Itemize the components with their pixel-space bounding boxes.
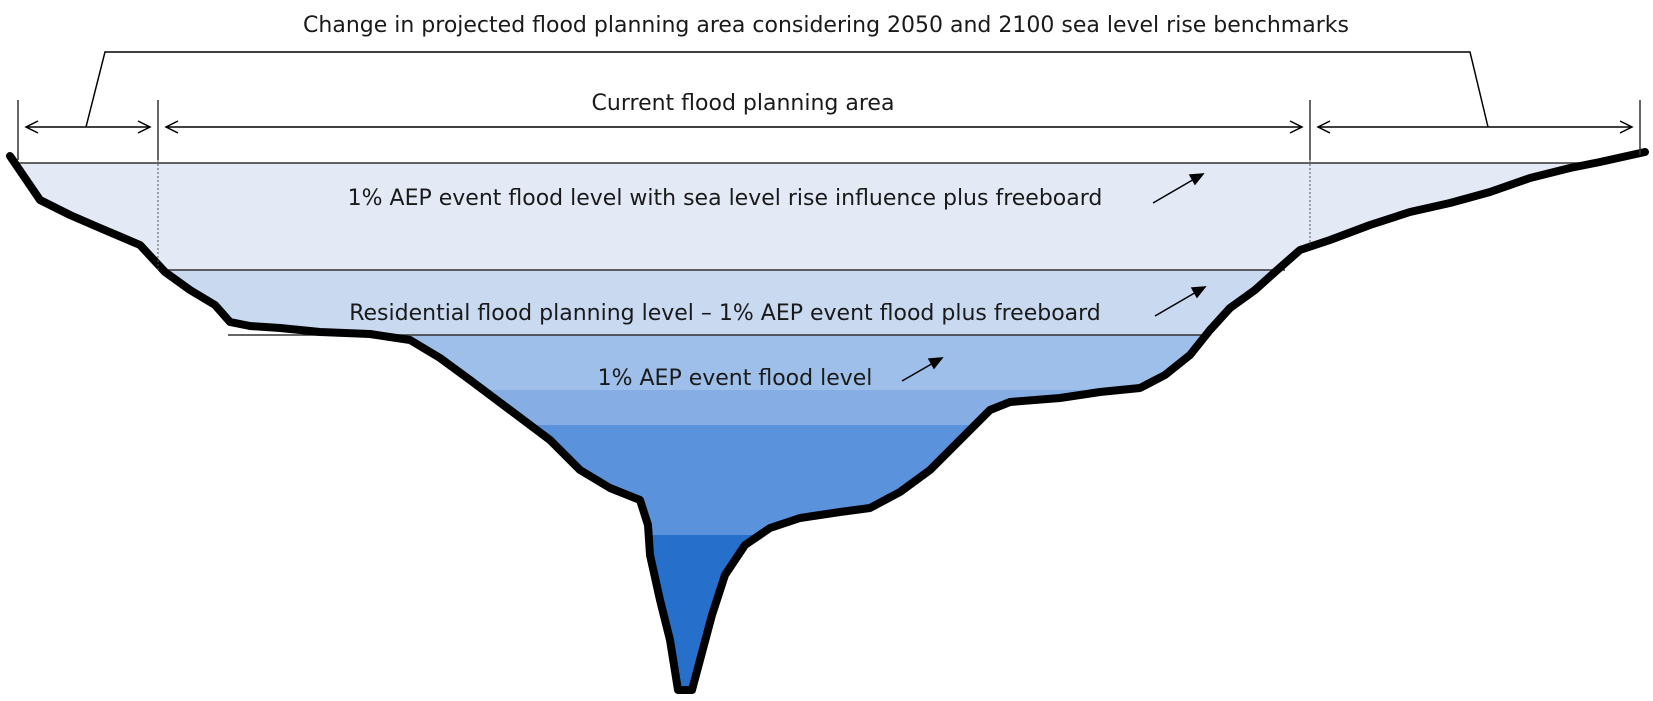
change-area-label: Change in projected flood planning area …	[303, 13, 1349, 38]
arrow-aep-level-icon	[901, 357, 944, 382]
aep-level-label: 1% AEP event flood level	[598, 366, 873, 391]
water-body	[14, 163, 1640, 690]
change-area-bracket	[85, 51, 1489, 128]
current-area-label: Current flood planning area	[592, 91, 895, 116]
dimension-arrow-right	[1316, 120, 1634, 134]
water-layer-band-5	[14, 425, 1640, 535]
water-layer-deepest	[14, 535, 1640, 690]
terrain-outline	[6, 148, 1649, 694]
arrow-slr-level-icon	[1152, 173, 1205, 204]
water-layer-band-4	[14, 390, 1640, 425]
slr-level-label: 1% AEP event flood level with sea level …	[348, 186, 1103, 211]
residential-level-label: Residential flood planning level – 1% AE…	[349, 301, 1101, 326]
dimension-arrow-left	[24, 120, 152, 134]
arrow-residential-level-icon	[1154, 286, 1207, 317]
dimension-arrow-current-area	[164, 120, 1304, 134]
